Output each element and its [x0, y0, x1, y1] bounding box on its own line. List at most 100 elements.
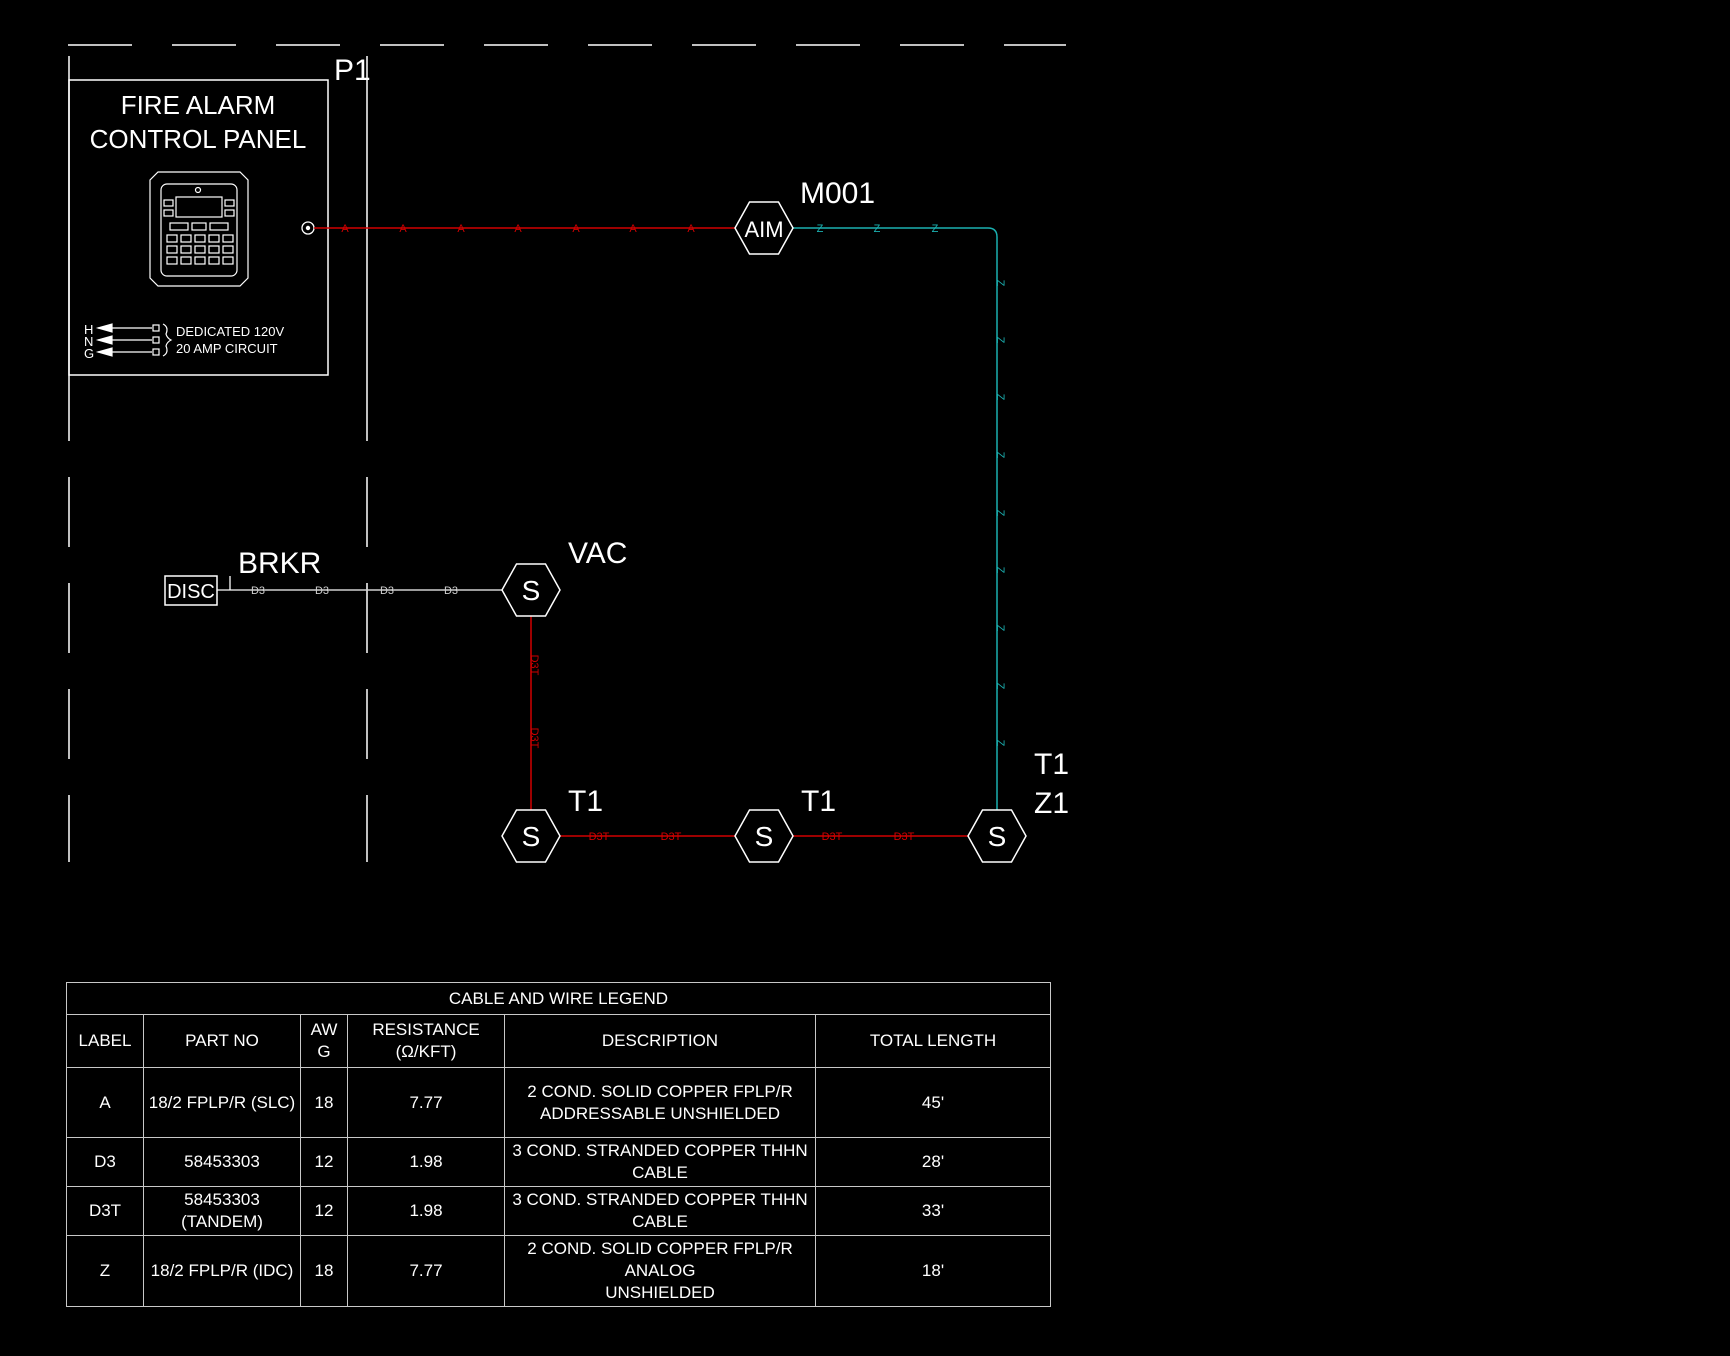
wire-tag-d3t: D3T	[528, 655, 540, 676]
row-resistance: 7.77	[347, 1067, 505, 1138]
row-part-no: 18/2 FPLP/R (IDC)	[143, 1235, 301, 1307]
panel-title-line1: FIRE ALARM	[121, 90, 276, 120]
header-description: DESCRIPTION	[504, 1014, 816, 1068]
table-row: A 18/2 FPLP/R (SLC) 18 7.77 2 COND. SOLI…	[66, 1067, 1051, 1138]
wire-run-z	[793, 227, 998, 810]
header-total-length: TOTAL LENGTH	[815, 1014, 1051, 1068]
panel-terminal-icon	[301, 221, 315, 235]
wire-tag-d3: D3	[251, 585, 265, 597]
wire-tag-z: Z	[994, 280, 1006, 287]
row-length: 33'	[815, 1186, 1051, 1236]
row-awg: 18	[300, 1067, 348, 1138]
row-description-line1: 3 COND. STRANDED COPPER THHN	[512, 1190, 808, 1209]
fire-alarm-control-panel: P1 FIRE ALARM CONTROL PANEL H N G	[68, 54, 371, 376]
power-line1: DEDICATED 120V	[176, 324, 284, 339]
wire-tag-z: Z	[994, 394, 1006, 401]
wire-tag-d3: D3	[380, 585, 394, 597]
row-resistance: 1.98	[347, 1186, 505, 1236]
row-description: 2 COND. SOLID COPPER FPLP/R ANALOG UNSHIE…	[504, 1235, 816, 1307]
aim-module: AIM M001	[734, 177, 875, 255]
table-row: Z 18/2 FPLP/R (IDC) 18 7.77 2 COND. SOLI…	[66, 1235, 1051, 1307]
vac-symbol: S	[522, 575, 541, 606]
row-length: 45'	[815, 1067, 1051, 1138]
panel-title-line2: CONTROL PANEL	[90, 124, 307, 154]
row-description-line1: 3 COND. STRANDED COPPER THHN	[512, 1141, 808, 1160]
vac-sensor: S VAC	[501, 537, 627, 617]
wire-tag-a: A	[514, 223, 522, 235]
terminal-n-label: N	[84, 334, 93, 349]
wire-tag-d3t: D3T	[589, 831, 610, 843]
disc-label: BRKR	[238, 547, 321, 580]
wire-tag-a: A	[629, 223, 637, 235]
row-description-line2: ADDRESSABLE UNSHIELDED	[540, 1103, 780, 1123]
row-part-no: 18/2 FPLP/R (SLC)	[143, 1067, 301, 1138]
header-awg-line2: G	[317, 1042, 331, 1061]
panel-keypad-icon	[149, 171, 249, 287]
header-resistance-line1: RESISTANCE	[372, 1020, 480, 1039]
wire-tag-z: Z	[932, 223, 939, 235]
row-part-no: 58453303 (TANDEM)	[143, 1186, 301, 1236]
t1-sensor-left: S T1	[501, 785, 603, 863]
row-resistance: 7.77	[347, 1235, 505, 1307]
wire-tag-z: Z	[994, 625, 1006, 632]
t1z1-label-line1: T1	[1034, 748, 1069, 781]
wire-tag-a: A	[399, 223, 407, 235]
wire-tag-d3t: D3T	[661, 831, 682, 843]
power-arrows-icon	[95, 323, 173, 357]
t1b-label: T1	[801, 785, 836, 818]
row-awg: 12	[300, 1137, 348, 1187]
row-description: 3 COND. STRANDED COPPER THHN CABLE	[504, 1137, 816, 1187]
legend-title: CABLE AND WIRE LEGEND	[66, 982, 1051, 1015]
header-resistance-line2: (Ω/KFT)	[395, 1042, 457, 1061]
terminal-h-label: H	[84, 322, 93, 337]
t1z1-label-line2: Z1	[1034, 787, 1069, 820]
t1a-symbol: S	[522, 821, 541, 852]
wire-tag-d3t: D3T	[894, 831, 915, 843]
row-awg: 12	[300, 1186, 348, 1236]
aim-symbol: AIM	[744, 217, 783, 242]
panel-ref-label: P1	[334, 54, 371, 87]
wire-tag-d3: D3	[444, 585, 458, 597]
wire-tag-d3t: D3T	[822, 831, 843, 843]
row-label: D3T	[66, 1186, 144, 1236]
row-resistance: 1.98	[347, 1137, 505, 1187]
disconnect-box: DISC BRKR	[164, 547, 321, 606]
t1z1-symbol: S	[988, 821, 1007, 852]
row-length: 18'	[815, 1235, 1051, 1307]
wire-tag-z: Z	[994, 510, 1006, 517]
wire-tag-a: A	[457, 223, 465, 235]
aim-label: M001	[800, 177, 875, 210]
row-awg: 18	[300, 1235, 348, 1307]
row-label: D3	[66, 1137, 144, 1187]
wire-tag-d3: D3	[315, 585, 329, 597]
t1-z1-sensor: S T1 Z1	[967, 748, 1069, 863]
t1a-label: T1	[568, 785, 603, 818]
row-description-line1: 2 COND. SOLID COPPER FPLP/R ANALOG	[527, 1239, 793, 1280]
row-description-line2: CABLE	[632, 1212, 688, 1231]
row-description-line2: UNSHIELDED	[605, 1283, 715, 1302]
row-description-line1: 2 COND. SOLID COPPER FPLP/R	[527, 1081, 793, 1101]
table-row: D3T 58453303 (TANDEM) 12 1.98 3 COND. ST…	[66, 1186, 1051, 1236]
row-description-line2: CABLE	[632, 1163, 688, 1182]
wire-tag-z: Z	[817, 223, 824, 235]
disc-symbol: DISC	[167, 581, 215, 603]
wire-tag-a: A	[341, 223, 349, 235]
wire-tag-z: Z	[994, 337, 1006, 344]
wire-tag-z: Z	[994, 452, 1006, 459]
row-description: 3 COND. STRANDED COPPER THHN CABLE	[504, 1186, 816, 1236]
power-line2: 20 AMP CIRCUIT	[176, 341, 278, 356]
wire-tag-a: A	[687, 223, 695, 235]
wire-tag-d3t: D3T	[528, 728, 540, 749]
terminal-g-label: G	[84, 346, 94, 361]
wire-tag-z: Z	[874, 223, 881, 235]
header-resistance: RESISTANCE (Ω/KFT)	[347, 1014, 505, 1068]
t1-sensor-middle: S T1	[734, 785, 836, 863]
header-part-no: PART NO	[143, 1014, 301, 1068]
wire-tag-z: Z	[994, 683, 1006, 690]
